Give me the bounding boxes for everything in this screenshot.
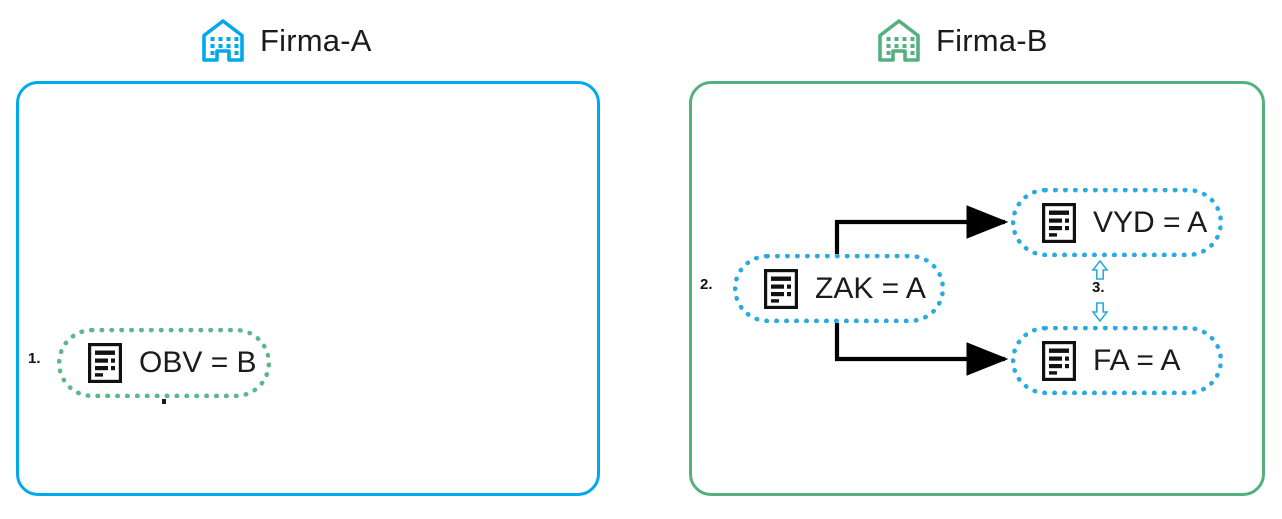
node-zak[interactable]: ZAK = A (733, 254, 945, 323)
company-header-firma-a: Firma-A (200, 12, 372, 68)
company-panel-firma-b (689, 81, 1265, 496)
node-label-fa: FA = A (1093, 343, 1181, 377)
document-icon (1042, 340, 1076, 381)
company-panel-firma-a (16, 81, 600, 496)
document-icon (1042, 202, 1076, 243)
company-header-firma-b: Firma-B (876, 12, 1048, 68)
node-label-zak: ZAK = A (815, 271, 926, 305)
node-fa[interactable]: FA = A (1011, 326, 1223, 395)
document-icon (88, 343, 122, 383)
node-obv[interactable]: OBV = B (57, 328, 271, 398)
step-number-3: 3. (1092, 279, 1105, 296)
step-number-2: 2. (700, 276, 713, 293)
company-name-firma-b: Firma-B (936, 22, 1048, 58)
step-number-1: 1. (28, 350, 41, 367)
node-vyd[interactable]: VYD = A (1011, 188, 1223, 257)
company-name-firma-a: Firma-A (260, 22, 372, 58)
node-label-obv: OBV = B (139, 346, 257, 379)
node-label-vyd: VYD = A (1093, 205, 1208, 239)
document-icon (764, 268, 798, 309)
obv-anchor-dot (162, 399, 166, 404)
building-icon (200, 17, 246, 63)
building-icon (876, 17, 922, 63)
